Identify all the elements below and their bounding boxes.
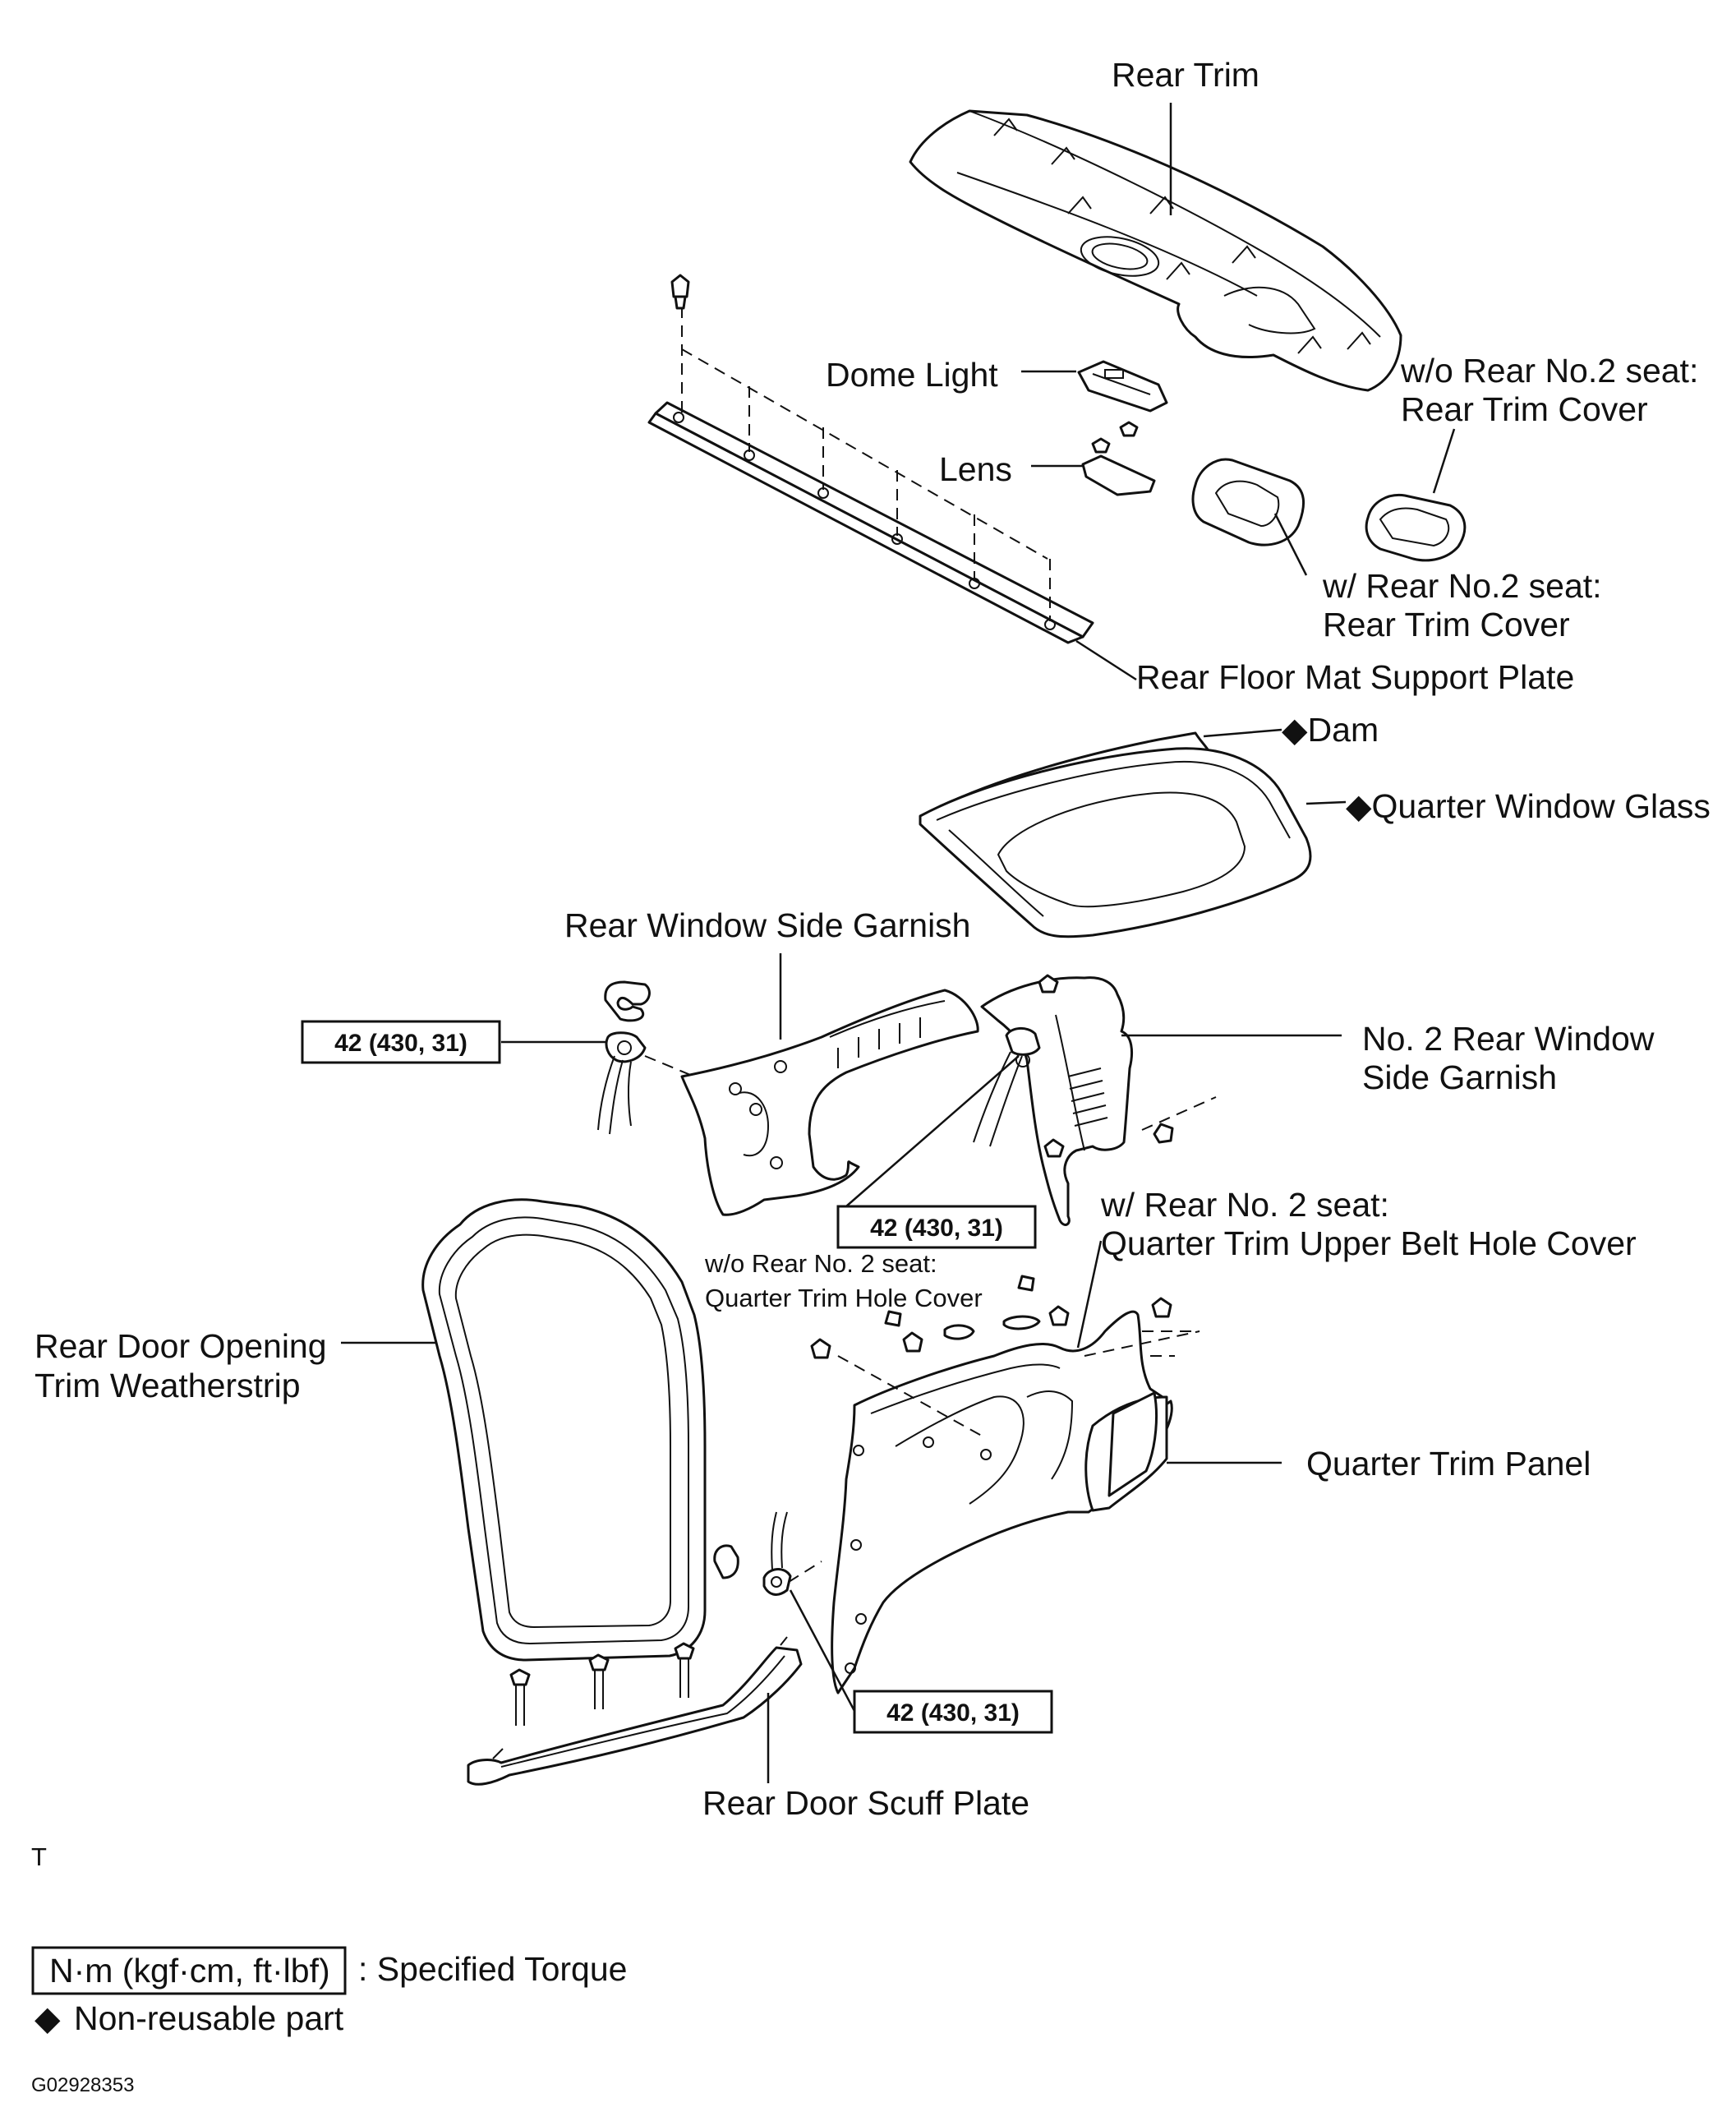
- label-upper-belt-hole-cover-line1: w/ Rear No. 2 seat:: [1100, 1186, 1389, 1224]
- screw-fastener: [1091, 421, 1139, 454]
- trim-panel-fasteners: [810, 1275, 1172, 1359]
- label-rear-door-scuff-plate: Rear Door Scuff Plate: [702, 1784, 1029, 1822]
- svg-text:42 (430, 31): 42 (430, 31): [334, 1030, 467, 1057]
- label-quarter-trim-panel: Quarter Trim Panel: [1306, 1445, 1591, 1482]
- torque-spec-center: 42 (430, 31): [836, 1205, 1037, 1249]
- label-no2-rear-window-line1: No. 2 Rear Window: [1362, 1020, 1655, 1058]
- rear-trim-cover-wo-seat-part: [1365, 493, 1467, 562]
- leader-lines: [341, 103, 1456, 1783]
- label-quarter-trim-hole-cover-line2: Quarter Trim Hole Cover: [705, 1284, 983, 1312]
- rear-trim-cover-w-seat-part: [1191, 458, 1305, 546]
- legend-torque-desc: : Specified Torque: [358, 1950, 627, 1988]
- label-lens: Lens: [939, 450, 1012, 488]
- seatbelt-anchor-center: [973, 1027, 1041, 1147]
- label-rear-window-side-garnish: Rear Window Side Garnish: [564, 906, 970, 944]
- seatbelt-anchor-left: [597, 980, 695, 1135]
- legend-nonreusable: ◆ Non-reusable part: [35, 1999, 344, 2037]
- label-wo-seat-rear-trim-cover-line1: w/o Rear No.2 seat:: [1400, 352, 1698, 390]
- svg-text:42 (430, 31): 42 (430, 31): [886, 1699, 1020, 1727]
- clip-fastener: [670, 274, 690, 310]
- label-dome-light: Dome Light: [826, 356, 998, 394]
- label-wo-seat-rear-trim-cover-line2: Rear Trim Cover: [1401, 390, 1648, 428]
- legend-nonreusable-symbol: ◆: [35, 1999, 61, 2037]
- label-quarter-window-glass: ◆Quarter Window Glass: [1346, 787, 1711, 825]
- legend-torque-unit: N·m (kgf·cm, ft·lbf): [49, 1952, 330, 1990]
- rear-door-scuff-plate-part: [467, 1636, 803, 1786]
- torque-spec-left: 42 (430, 31): [301, 1020, 501, 1064]
- non-reusable-marker-icon: ◆: [1346, 787, 1372, 825]
- label-rear-trim: Rear Trim: [1112, 56, 1259, 94]
- legend-nonreusable-desc: Non-reusable part: [74, 1999, 344, 2037]
- label-dam: ◆Dam: [1282, 711, 1379, 749]
- label-rear-door-opening-line1: Rear Door Opening: [35, 1327, 327, 1365]
- torque-spec-bottom: 42 (430, 31): [853, 1690, 1053, 1734]
- seatbelt-anchor-bottom: [713, 1511, 822, 1596]
- rear-window-side-garnish-part: [680, 989, 979, 1216]
- label-w-seat-rear-trim-cover-line1: w/ Rear No.2 seat:: [1322, 567, 1602, 605]
- rear-trim-part: [909, 109, 1402, 392]
- label-no2-rear-window-line2: Side Garnish: [1362, 1058, 1557, 1096]
- dome-light-part: [1077, 360, 1168, 413]
- quarter-trim-panel-part: [831, 1310, 1200, 1694]
- label-rear-door-opening-line2: Trim Weatherstrip: [35, 1367, 301, 1404]
- corner-mark: T: [31, 1842, 47, 1871]
- rear-door-opening-trim-weatherstrip-part: [421, 1198, 707, 1662]
- label-rear-floor-mat-support-plate: Rear Floor Mat Support Plate: [1136, 658, 1574, 696]
- non-reusable-marker-icon: ◆: [1282, 711, 1308, 749]
- quarter-window-glass-part: [919, 747, 1312, 938]
- figure-id: G02928353: [31, 2074, 134, 2096]
- label-quarter-trim-hole-cover-line1: w/o Rear No. 2 seat:: [704, 1249, 937, 1278]
- lens-part: [1081, 454, 1156, 496]
- label-w-seat-rear-trim-cover-line2: Rear Trim Cover: [1323, 606, 1570, 643]
- svg-text:42 (430, 31): 42 (430, 31): [870, 1215, 1003, 1242]
- scuff-plate-screws: [509, 1642, 695, 1726]
- label-upper-belt-hole-cover-line2: Quarter Trim Upper Belt Hole Cover: [1101, 1224, 1637, 1262]
- legend-torque: N·m (kgf·cm, ft·lbf) : Specified Torque: [31, 1946, 627, 1995]
- rear-floor-mat-support-plate-part: [647, 274, 1094, 644]
